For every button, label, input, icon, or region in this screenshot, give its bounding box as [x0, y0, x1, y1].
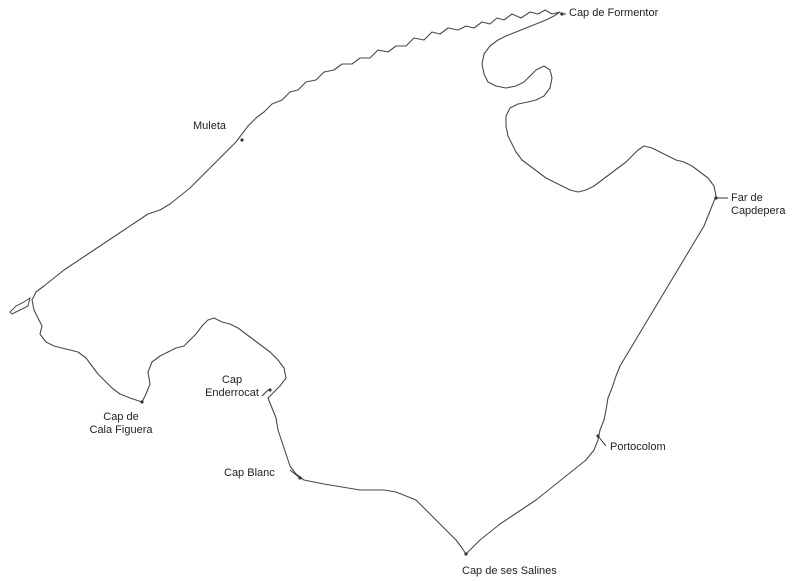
marker-cala-figuera [140, 400, 144, 404]
label-cala-figuera-line1: Cap de [103, 411, 139, 423]
pointer-enderrocat [261, 389, 269, 397]
island-coastline [31, 9, 717, 555]
label-portocolom: Portocolom [610, 441, 666, 453]
label-cap-de-cala-figuera: Cap de Cala Figuera [76, 411, 166, 437]
label-enderrocat-line2: Enderrocat [205, 387, 259, 399]
marker-formentor [560, 12, 564, 16]
label-muleta: Muleta [193, 120, 227, 132]
islet-dragonera [9, 296, 31, 315]
label-cap-de-ses-salines: Cap de ses Salines [462, 565, 557, 577]
label-cap-blanc: Cap Blanc [224, 467, 275, 479]
label-cala-figuera-line2: Cala Figuera [89, 424, 153, 436]
label-far-de-capdepera-line2: Capdepera [731, 205, 786, 217]
pointer-cap-blanc [289, 469, 301, 479]
label-enderrocat-line1: Cap [221, 374, 243, 386]
label-cap-enderrocat: Cap Enderrocat [186, 374, 278, 400]
label-far-de-capdepera-line1: Far de [731, 192, 763, 204]
marker-enderrocat [268, 388, 272, 392]
marker-capdepera [714, 196, 718, 200]
label-cap-de-formentor: Cap de Formentor [569, 7, 659, 19]
marker-portocolom [596, 434, 600, 438]
marker-muleta [240, 138, 244, 142]
marker-cap-blanc [298, 476, 302, 480]
pointer-portocolom [597, 435, 607, 447]
label-far-de-capdepera: Far de Capdepera [731, 192, 785, 218]
marker-ses-salines [464, 552, 468, 556]
